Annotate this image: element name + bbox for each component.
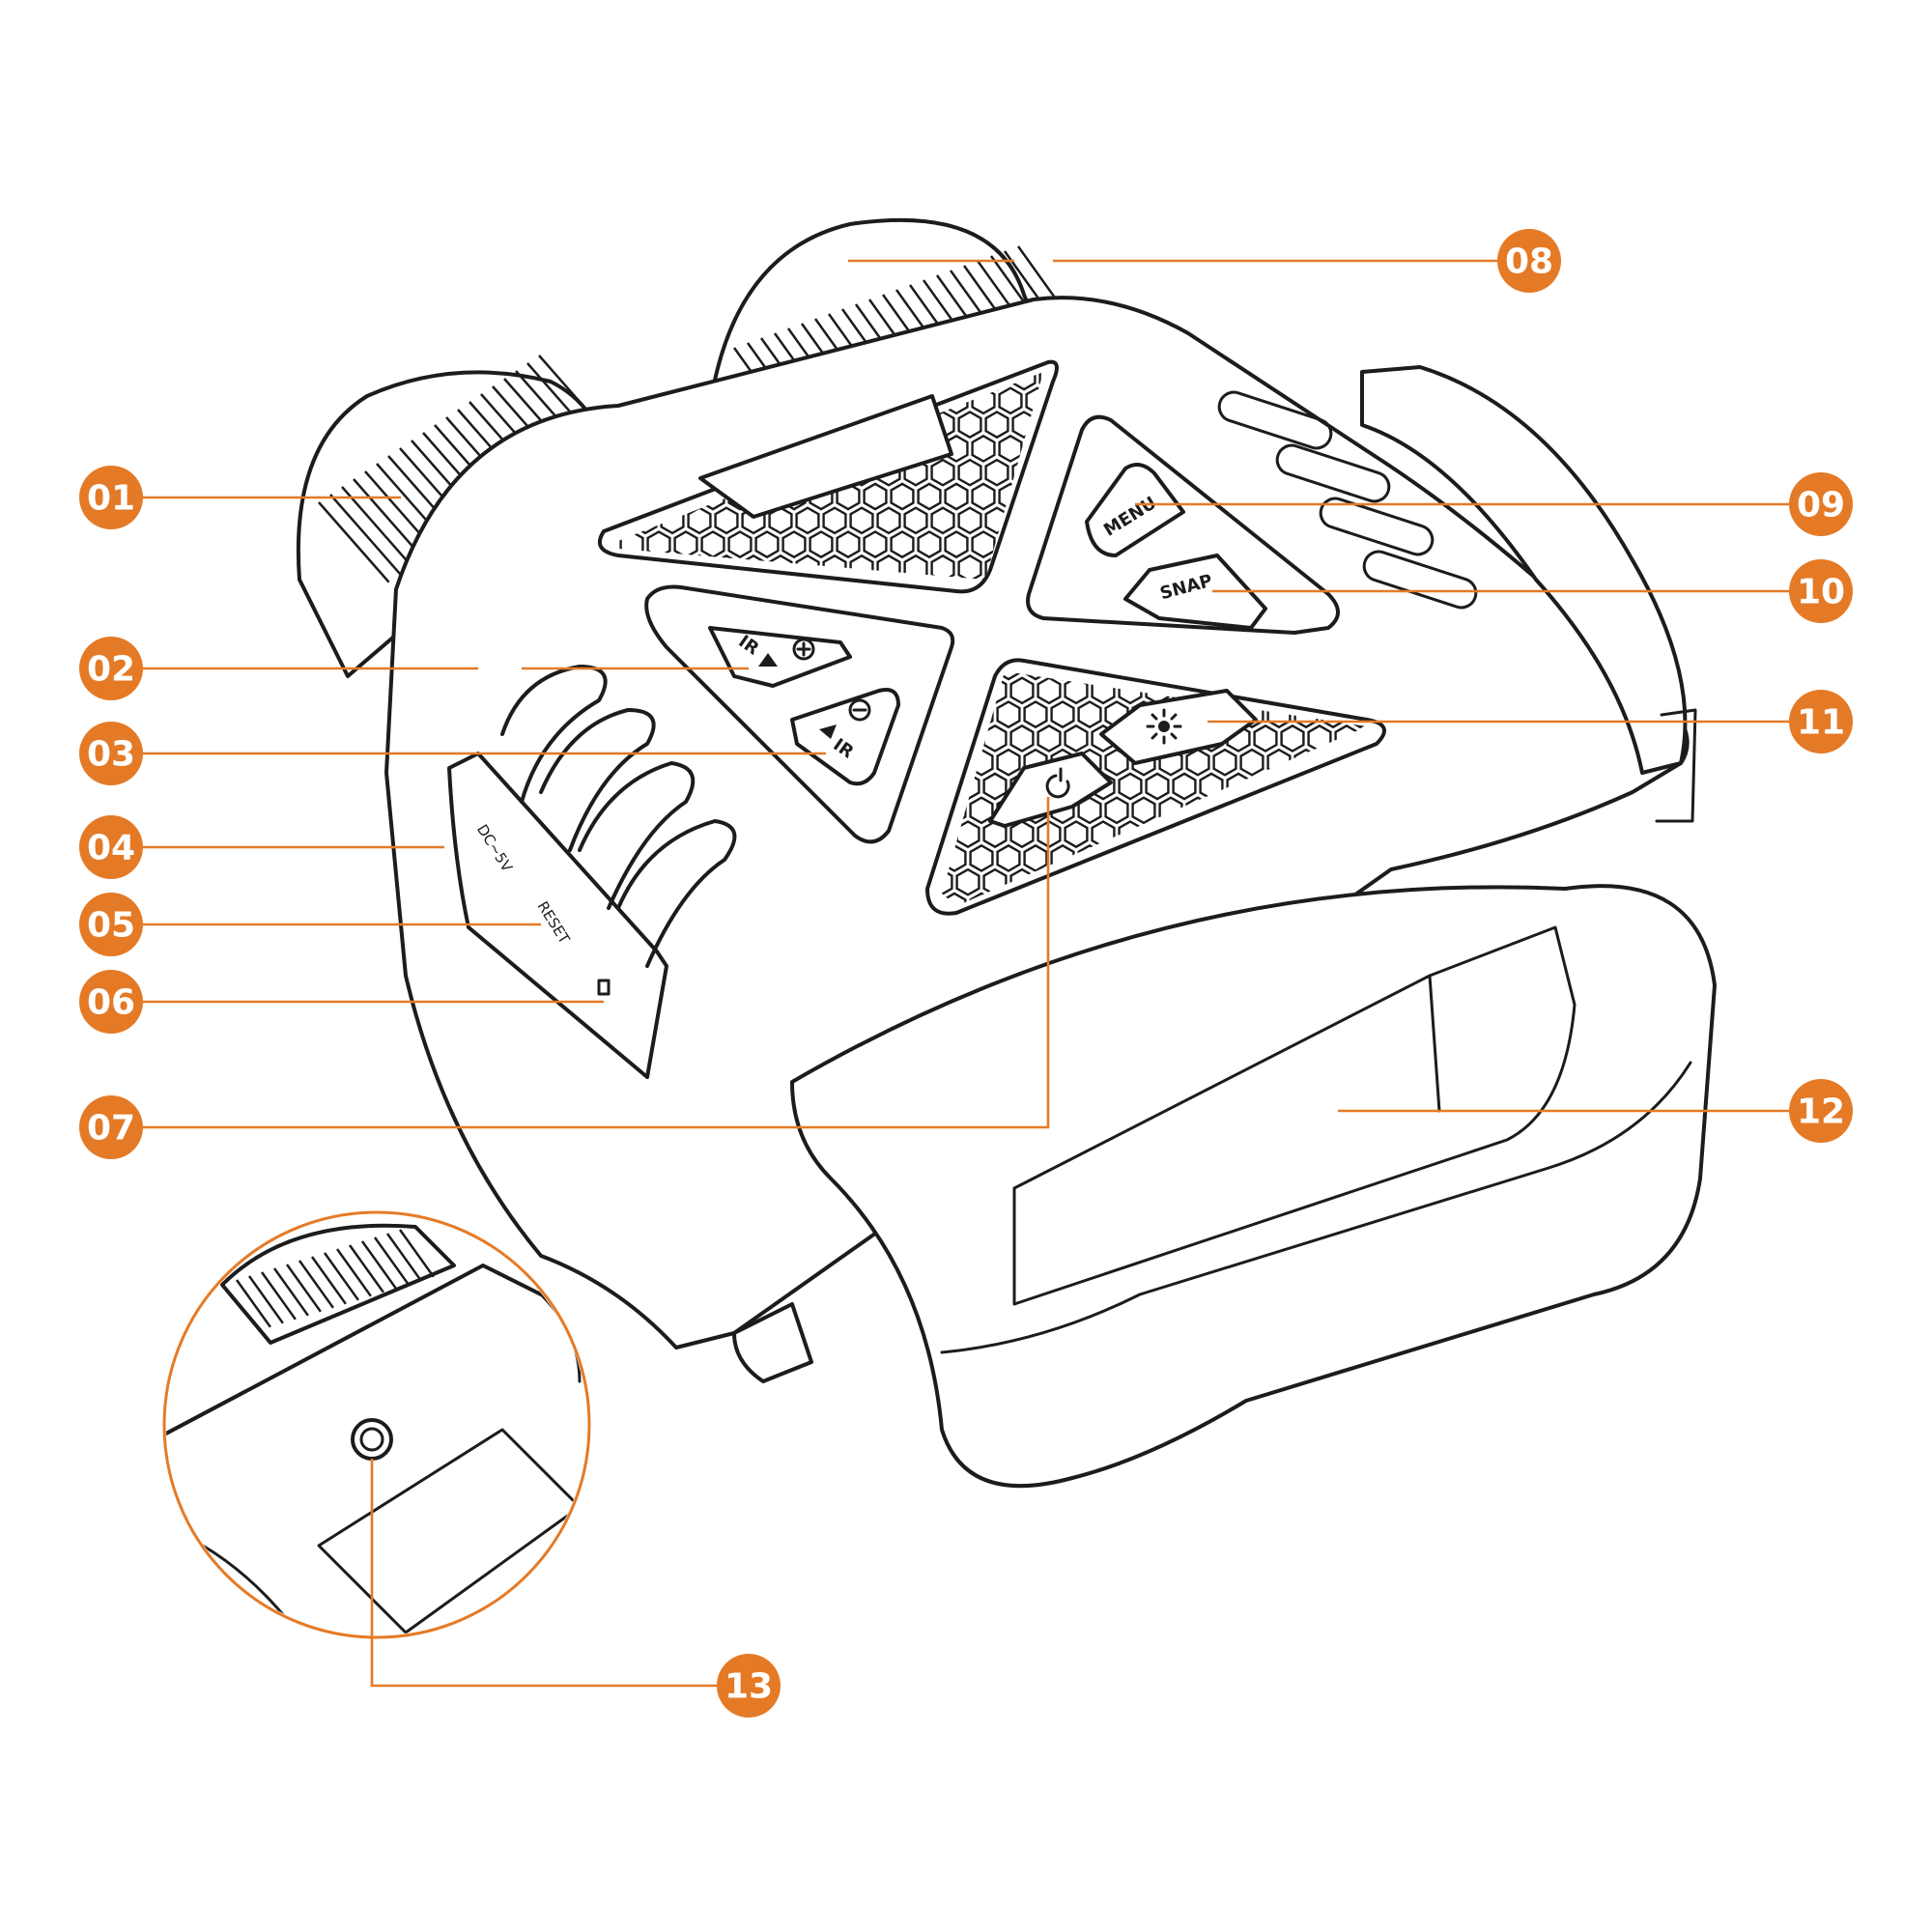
callout-badge-06: 06 xyxy=(79,970,143,1034)
callout-badge-01: 01 xyxy=(79,466,143,529)
right-grip-ribs xyxy=(1217,390,1478,610)
sun-icon xyxy=(1146,708,1182,745)
callout-number: 03 xyxy=(87,735,135,775)
leader-line-13 xyxy=(370,1459,749,1688)
callout-number: 10 xyxy=(1797,573,1845,612)
strap-loop xyxy=(732,1302,813,1383)
right-strap-wing xyxy=(1360,365,1688,775)
minus-icon xyxy=(848,698,871,722)
left-grip-ribs xyxy=(500,665,737,968)
callout-badge-05: 05 xyxy=(79,893,143,956)
callout-number: 01 xyxy=(87,479,135,519)
top-control-panel xyxy=(598,359,1386,916)
eyepiece-hood[interactable] xyxy=(790,884,1717,1489)
tripod-socket-icon xyxy=(351,1418,393,1461)
callout-badges: 01 02 03 04 05 06 07 08 09 10 11 12 13 xyxy=(79,229,1853,1718)
callout-number: 02 xyxy=(87,650,135,690)
callout-number: 04 xyxy=(87,829,135,868)
callout-number: 06 xyxy=(87,983,135,1023)
plus-icon xyxy=(792,638,815,661)
callout-badge-07: 07 xyxy=(79,1095,143,1159)
arrow-down-icon xyxy=(819,724,837,739)
callout-badge-09: 09 xyxy=(1789,472,1853,536)
status-window xyxy=(698,394,953,519)
leader-line-07 xyxy=(111,797,1050,1129)
menu-button[interactable]: MENU xyxy=(1085,463,1185,557)
callout-number: 09 xyxy=(1797,486,1845,526)
callout-number: 08 xyxy=(1505,242,1553,282)
callout-badge-12: 12 xyxy=(1789,1079,1853,1143)
arrow-up-icon xyxy=(758,653,778,667)
callout-number: 05 xyxy=(87,906,135,946)
callout-badge-13: 13 xyxy=(717,1654,781,1718)
callout-number: 12 xyxy=(1797,1093,1845,1132)
callout-badge-10: 10 xyxy=(1789,559,1853,623)
callout-badge-11: 11 xyxy=(1789,690,1853,753)
callout-badge-08: 08 xyxy=(1497,229,1561,293)
callout-badge-04: 04 xyxy=(79,815,143,879)
power-button[interactable] xyxy=(988,752,1113,828)
callout-badge-02: 02 xyxy=(79,637,143,700)
callout-number: 07 xyxy=(87,1109,135,1149)
callout-number: 11 xyxy=(1797,703,1845,743)
tripod-mount-inset xyxy=(162,1210,591,1639)
side-port-cover: DC~5V RESET xyxy=(447,752,668,1079)
callout-number: 13 xyxy=(724,1667,773,1707)
callout-leaders xyxy=(111,259,1821,1688)
callout-badge-03: 03 xyxy=(79,722,143,785)
ir-light-button[interactable] xyxy=(1099,689,1258,765)
snap-button[interactable]: SNAP xyxy=(1123,554,1267,630)
power-icon xyxy=(1045,767,1070,799)
ir-down-button[interactable]: IR xyxy=(790,688,900,786)
memory-card-icon xyxy=(597,979,611,996)
